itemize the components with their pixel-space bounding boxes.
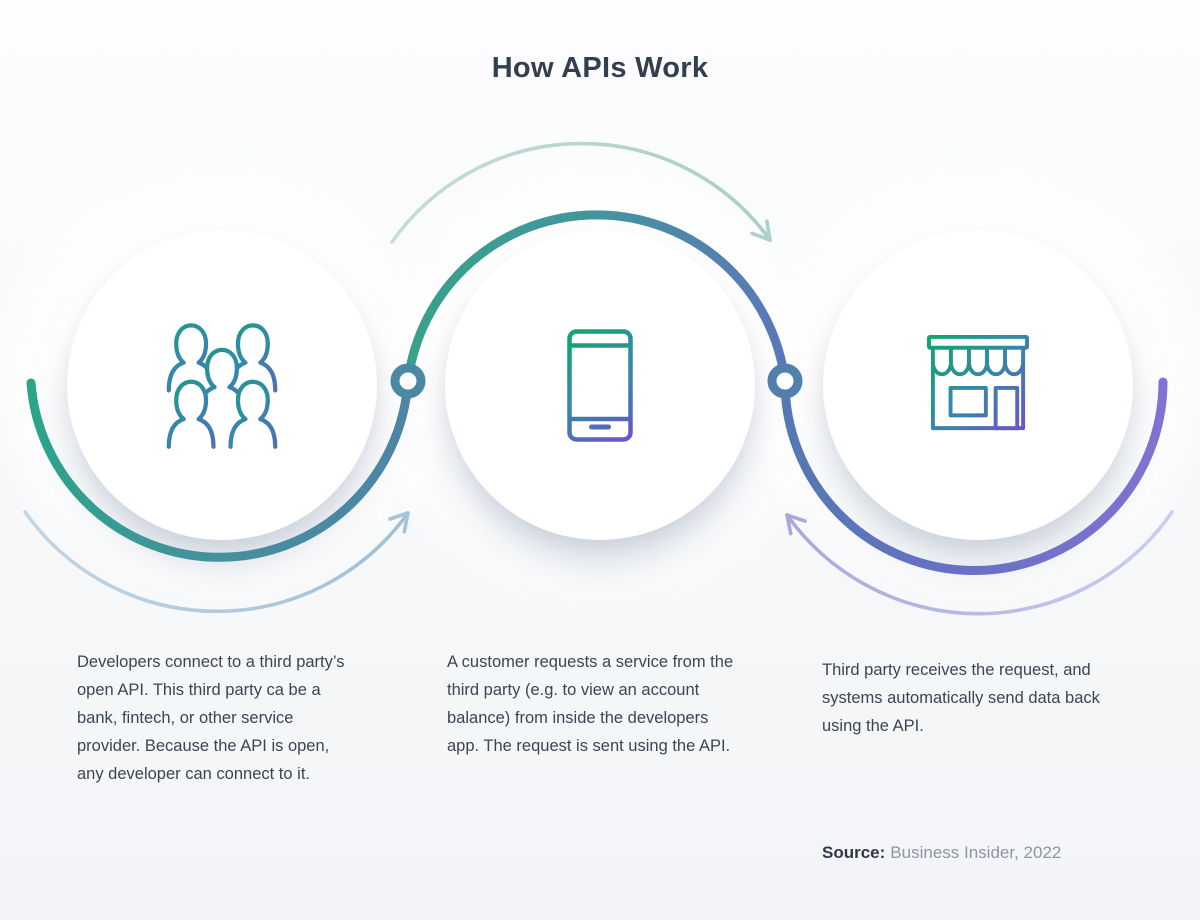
step-2-circle [445,230,755,540]
step-2-description: A customer requests a service from the t… [447,653,734,755]
people-group-icon [166,323,278,449]
step-3-description: Third party receives the request, and sy… [822,661,1100,735]
step-1-circle [67,230,377,540]
source-attribution: Source:Business Insider, 2022 [822,843,1061,863]
source-label: Source: [822,843,886,862]
page-title: How APIs Work [491,52,709,84]
source-text: Business Insider, 2022 [890,843,1062,862]
smartphone-icon [567,328,633,442]
step-3-circle [823,230,1133,540]
step-1-description: Developers connect to a third party’s op… [77,653,345,783]
storefront-icon [927,335,1029,431]
